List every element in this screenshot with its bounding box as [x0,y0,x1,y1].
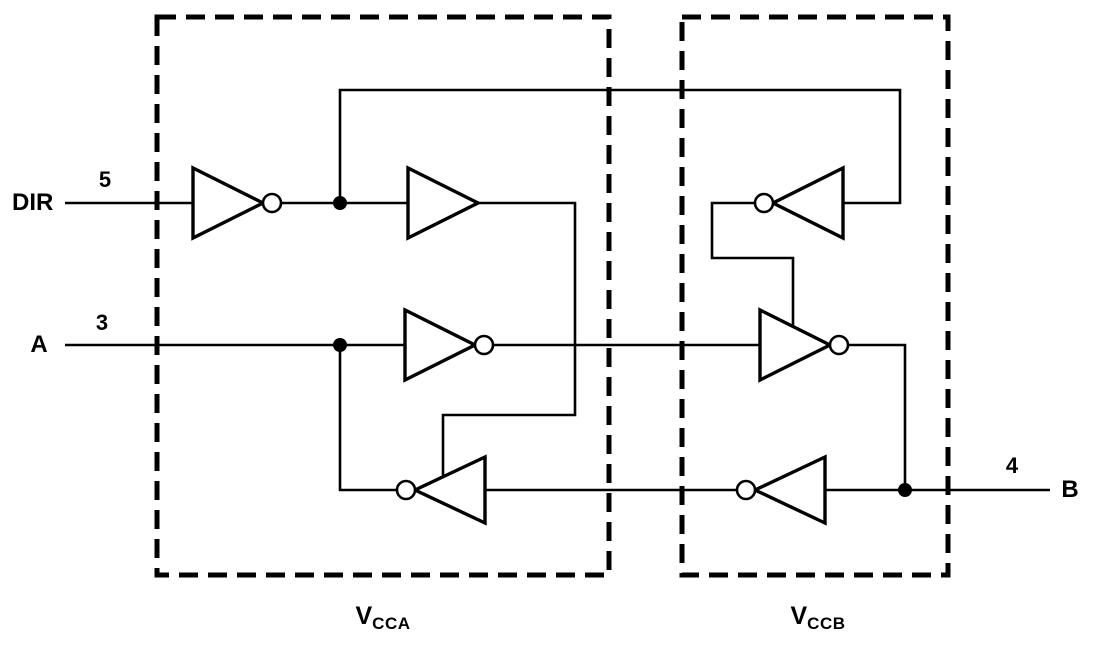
a-label: A [30,331,48,358]
dir-buffer-gate [406,165,482,241]
junction-dot-a [333,338,347,352]
dir-pin-number: 5 [98,167,112,192]
a-pin-number: 3 [95,310,109,335]
wire-a-driver-output [338,345,397,492]
dir-inverter-bubble-icon [261,192,283,214]
a-side-driver-gate [403,307,479,383]
b-pin-number: 4 [1005,453,1019,478]
vccb-supply-label: VCCB [758,602,878,633]
a-to-b-output-bubble-icon [828,334,850,356]
vccb-base: V [790,602,808,630]
b-to-a-output-bubble-icon [395,479,417,501]
junction-dot-dir [333,196,347,210]
b-input-inverter-gate [751,454,827,526]
vcca-supply-label: VCCA [323,602,443,633]
junction-group [333,196,912,497]
vcca-base: V [355,602,373,630]
dir-inverter-gate [191,165,267,241]
vccb-subscript: CCB [807,614,846,633]
enable-inverter-gate [769,165,845,241]
enable-inverter-bubble-icon [753,192,775,214]
b-input-inverter-bubble-icon [735,479,757,501]
vcca-boundary-box [154,14,612,578]
wire-enable-right-step [710,201,795,327]
a-to-b-output-gate [758,307,834,383]
wire-enable-left-staircase [441,201,577,477]
gate-group [191,165,850,526]
dir-label: DIR [12,189,54,216]
a-side-driver-bubble-icon [473,334,495,356]
junction-dot-b [898,483,912,497]
wire-b-driver-output [848,343,907,490]
vccb-boundary-box [679,14,951,578]
b-label: B [1061,476,1079,503]
b-to-a-output-gate [411,454,487,526]
wire-dir-crossover-top [338,88,902,205]
vcca-subscript: CCA [372,614,411,633]
wire-group [65,88,1050,492]
